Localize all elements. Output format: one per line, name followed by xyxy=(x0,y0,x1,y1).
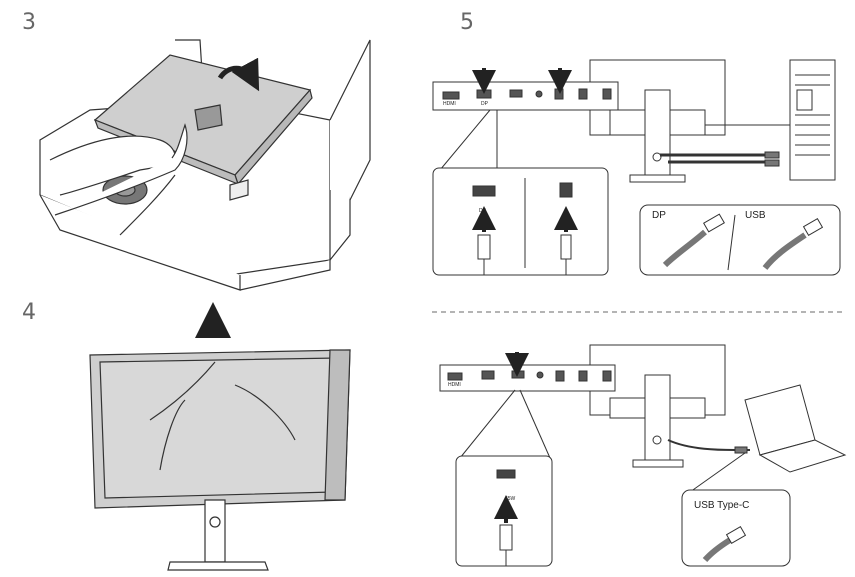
step5-usbc-illustration xyxy=(439,344,847,567)
port-label-hdmi-2: HDMI xyxy=(448,382,461,388)
port-label-65w: 65W xyxy=(505,496,516,502)
port-label-hdmi: HDMI xyxy=(443,101,456,107)
step5-dp-usb-illustration xyxy=(432,59,841,276)
step3-box-illustration xyxy=(39,39,371,291)
step4-monitor-illustration xyxy=(89,302,351,571)
zoom-label-dp: DP xyxy=(479,208,487,214)
step-5-number: 5 xyxy=(460,10,474,35)
label-dp: DP xyxy=(652,210,666,221)
step-3-number: 3 xyxy=(22,10,36,35)
port-label-dp: DP xyxy=(481,101,489,107)
step-4-number: 4 xyxy=(22,300,36,325)
label-usb: USB xyxy=(745,210,766,221)
label-usb-type-c: USB Type-C xyxy=(694,500,749,511)
